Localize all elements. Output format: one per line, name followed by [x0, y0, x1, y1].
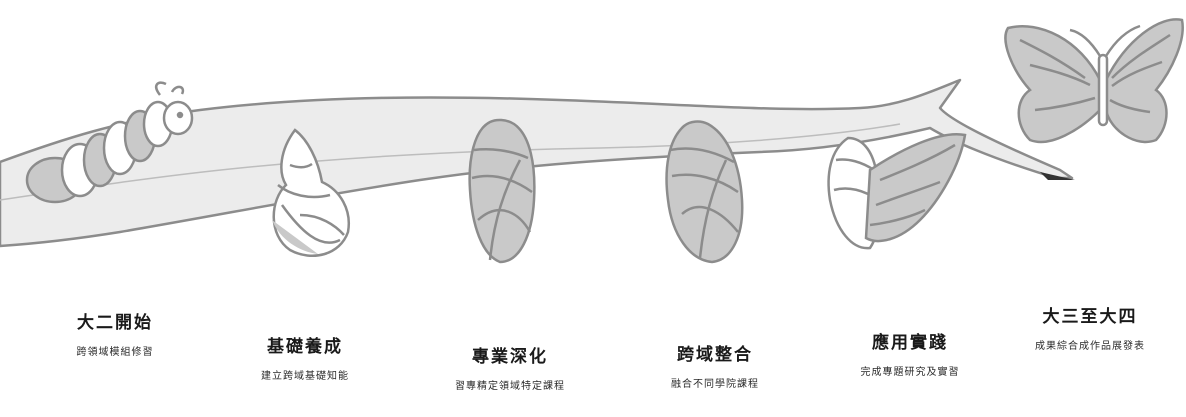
- stage-6: 大三至大四 成果綜合成作品展發表: [1010, 306, 1170, 354]
- stage-2-desc: 建立跨域基礎知能: [261, 371, 349, 382]
- stage-5-title: 應用實踐: [872, 333, 948, 353]
- stage-4-title: 跨域整合: [677, 345, 753, 365]
- cocoon-stage-1-icon: [272, 128, 351, 258]
- stage-1-desc: 跨領域模組修習: [76, 347, 154, 358]
- caterpillar-icon: [25, 81, 194, 204]
- stage-5: 應用實踐 完成專題研究及實習: [820, 332, 1000, 380]
- lifecycle-illustration: [0, 18, 1184, 264]
- cocoon-stage-3-icon: [665, 120, 744, 264]
- stage-4-desc: 融合不同學院課程: [671, 379, 759, 390]
- stage-6-title: 大三至大四: [1042, 307, 1138, 327]
- stage-3: 專業深化 習專精定領域特定課程: [420, 346, 600, 394]
- stage-2: 基礎養成 建立跨域基礎知能: [220, 336, 390, 384]
- stage-3-desc: 習專精定領域特定課程: [455, 381, 565, 392]
- stage-1-title: 大二開始: [77, 313, 153, 333]
- stage-6-desc: 成果綜合成作品展發表: [1035, 341, 1145, 352]
- stage-4: 跨域整合 融合不同學院課程: [630, 344, 800, 392]
- stage-2-title: 基礎養成: [267, 337, 343, 357]
- emerging-butterfly-icon: [827, 132, 967, 250]
- stage-5-desc: 完成專題研究及實習: [860, 367, 960, 378]
- cocoon-stage-2-icon: [468, 118, 536, 264]
- tree-branch: [0, 78, 1075, 248]
- stage-3-title: 專業深化: [472, 347, 548, 367]
- butterfly-icon: [1004, 18, 1184, 144]
- stage-1: 大二開始 跨領域模組修習: [40, 312, 190, 360]
